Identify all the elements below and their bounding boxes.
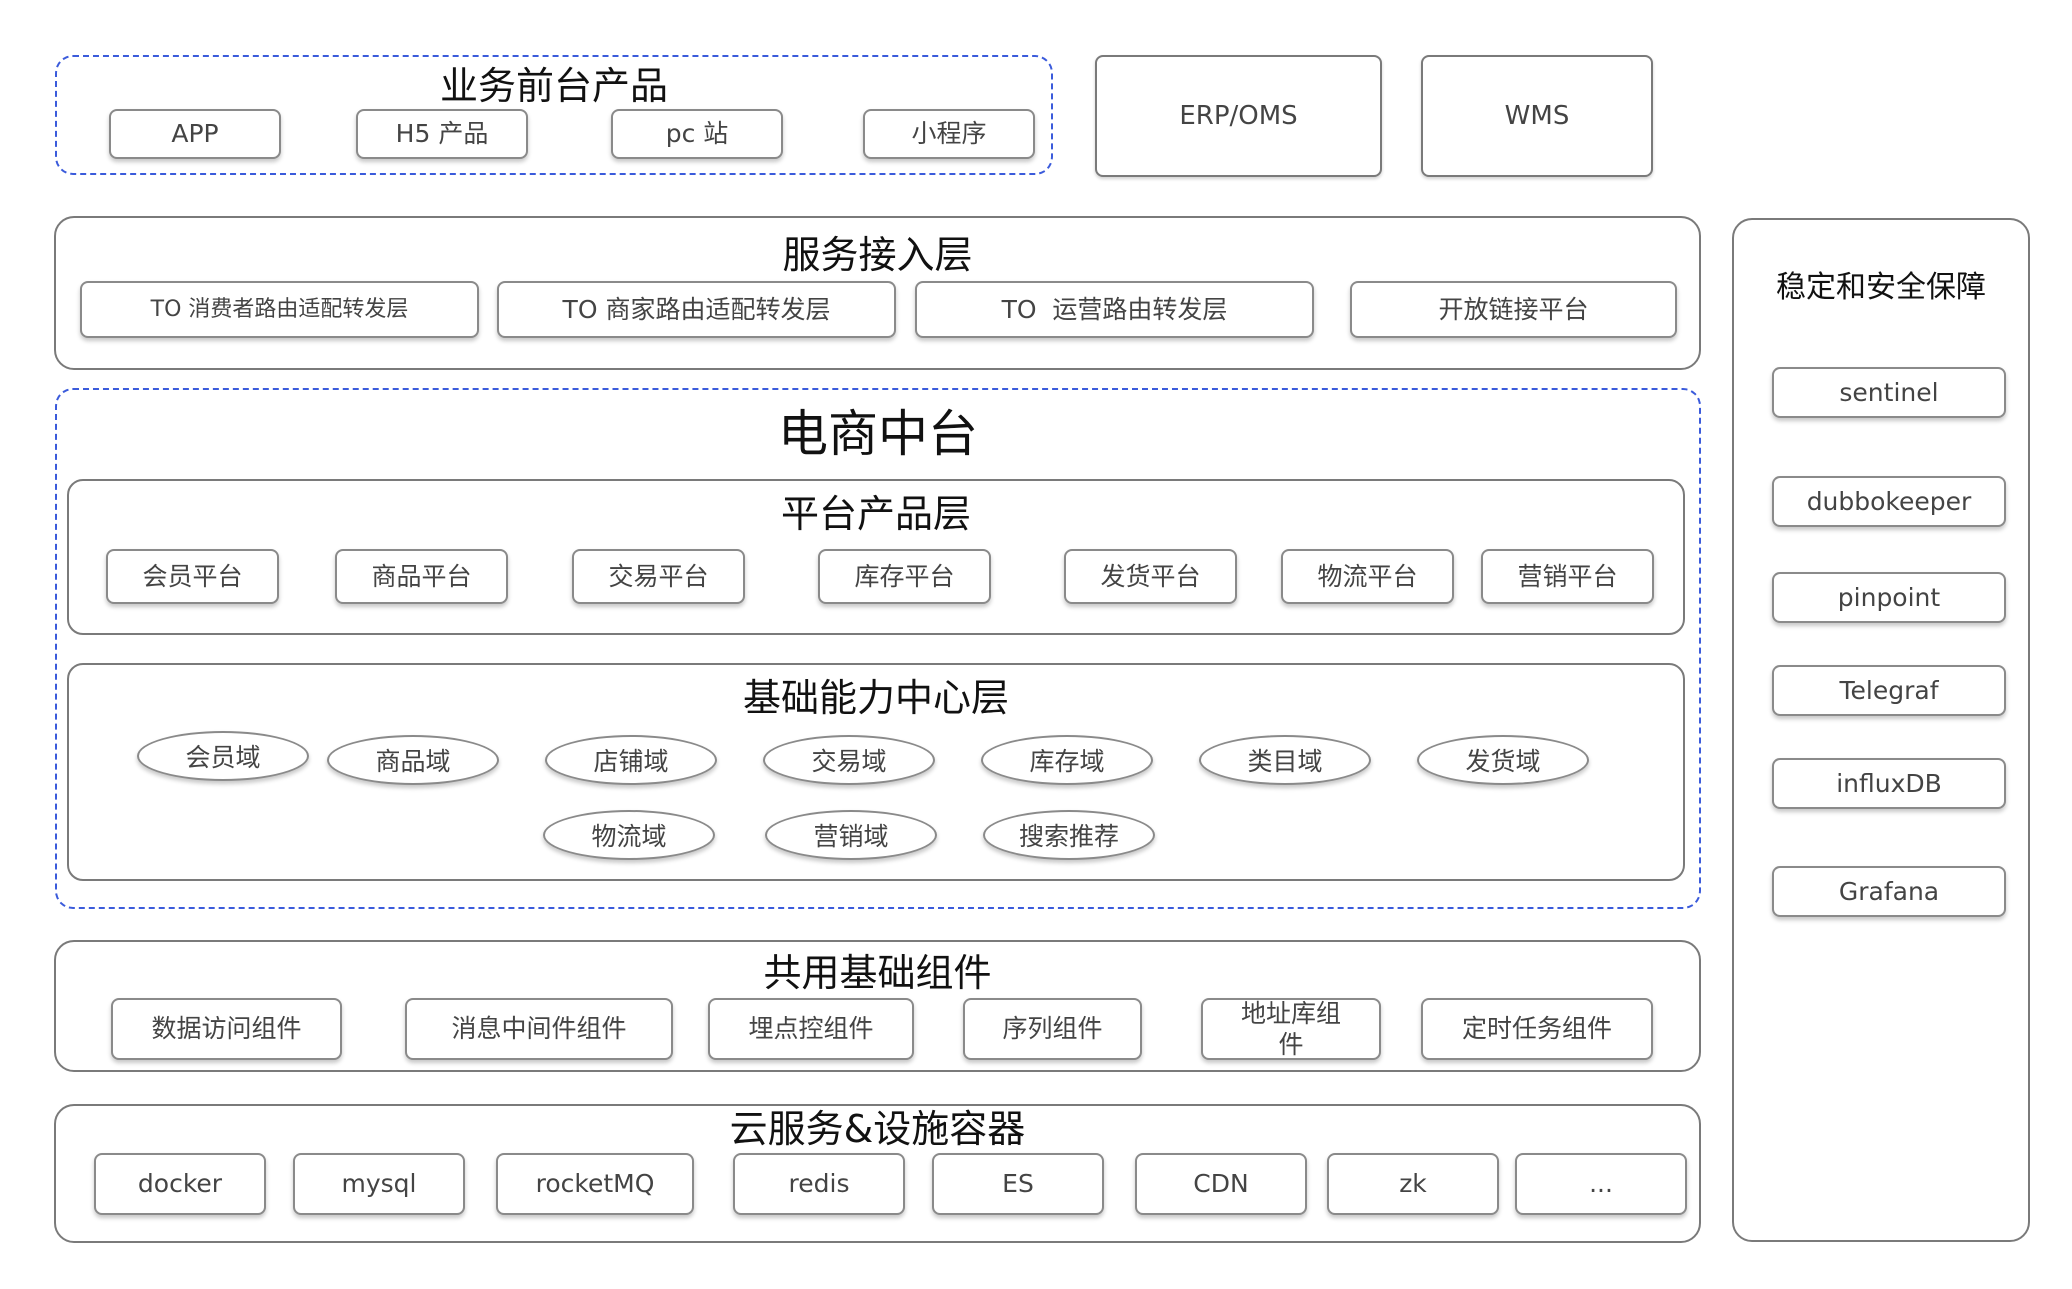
cloud-item-cdn[interactable]: CDN: [1135, 1153, 1307, 1215]
stability-item-sentinel[interactable]: sentinel: [1772, 367, 2006, 418]
platform-item-logistics[interactable]: 物流平台: [1281, 549, 1454, 604]
domain-marketing[interactable]: 营销域: [765, 810, 937, 860]
stability-item-pinpoint[interactable]: pinpoint: [1772, 572, 2006, 623]
erp-oms-box[interactable]: ERP/OMS: [1095, 55, 1382, 177]
shared-item-tracking[interactable]: 埋点控组件: [708, 998, 914, 1060]
middle-platform-title: 电商中台: [778, 405, 978, 463]
cloud-item-docker[interactable]: docker: [94, 1153, 266, 1215]
cloud-item-zk[interactable]: zk: [1327, 1153, 1499, 1215]
access-item-consumer[interactable]: TO 消费者路由适配转发层: [80, 281, 479, 338]
stability-item-grafana[interactable]: Grafana: [1772, 866, 2006, 917]
platform-item-marketing[interactable]: 营销平台: [1481, 549, 1654, 604]
shared-item-sequence[interactable]: 序列组件: [963, 998, 1142, 1060]
access-item-open-platform[interactable]: 开放链接平台: [1350, 281, 1677, 338]
platform-product-layer: 平台产品层: [67, 479, 1685, 635]
domain-trade[interactable]: 交易域: [763, 735, 935, 785]
access-layer-title: 服务接入层: [782, 233, 973, 277]
cloud-item-redis[interactable]: redis: [733, 1153, 905, 1215]
cloud-infra-title: 云服务&设施容器: [729, 1107, 1026, 1151]
domain-goods[interactable]: 商品域: [327, 735, 499, 785]
domain-inventory[interactable]: 库存域: [981, 735, 1153, 785]
shared-item-messaging[interactable]: 消息中间件组件: [405, 998, 673, 1060]
domain-category[interactable]: 类目域: [1199, 735, 1371, 785]
stability-item-dubbokeeper[interactable]: dubbokeeper: [1772, 476, 2006, 527]
domain-logistics[interactable]: 物流域: [543, 810, 715, 860]
front-item-app[interactable]: APP: [109, 109, 281, 159]
stability-item-telegraf[interactable]: Telegraf: [1772, 665, 2006, 716]
cloud-item-mysql[interactable]: mysql: [293, 1153, 465, 1215]
cloud-item-es[interactable]: ES: [932, 1153, 1104, 1215]
capability-center-title: 基础能力中心层: [742, 676, 1009, 720]
stability-security-title: 稳定和安全保障: [1776, 270, 1986, 305]
domain-delivery[interactable]: 发货域: [1417, 735, 1589, 785]
platform-item-goods[interactable]: 商品平台: [335, 549, 508, 604]
shared-item-address[interactable]: 地址库组件: [1201, 998, 1381, 1060]
capability-center-layer: 基础能力中心层: [67, 663, 1685, 881]
front-item-pc[interactable]: pc 站: [611, 109, 783, 159]
domain-search-recommend[interactable]: 搜索推荐: [983, 810, 1155, 860]
cloud-item-rocketmq[interactable]: rocketMQ: [496, 1153, 694, 1215]
front-item-miniprogram[interactable]: 小程序: [863, 109, 1035, 159]
platform-product-title: 平台产品层: [780, 492, 971, 536]
domain-member[interactable]: 会员域: [137, 731, 309, 781]
front-item-h5[interactable]: H5 产品: [356, 109, 528, 159]
shared-item-scheduler[interactable]: 定时任务组件: [1421, 998, 1653, 1060]
front-products-title: 业务前台产品: [439, 64, 668, 108]
platform-item-inventory[interactable]: 库存平台: [818, 549, 991, 604]
access-item-operation[interactable]: TO 运营路由转发层: [915, 281, 1314, 338]
shared-item-data-access[interactable]: 数据访问组件: [111, 998, 342, 1060]
stability-item-influxdb[interactable]: influxDB: [1772, 758, 2006, 809]
access-item-merchant[interactable]: TO 商家路由适配转发层: [497, 281, 896, 338]
platform-item-member[interactable]: 会员平台: [106, 549, 279, 604]
cloud-item-more[interactable]: ...: [1515, 1153, 1687, 1215]
platform-item-delivery[interactable]: 发货平台: [1064, 549, 1237, 604]
shared-components-title: 共用基础组件: [763, 951, 992, 995]
domain-store[interactable]: 店铺域: [545, 735, 717, 785]
front-products-group: 业务前台产品: [55, 55, 1053, 175]
wms-box[interactable]: WMS: [1421, 55, 1653, 177]
middle-platform-group: 电商中台: [55, 388, 1701, 909]
platform-item-trade[interactable]: 交易平台: [572, 549, 745, 604]
